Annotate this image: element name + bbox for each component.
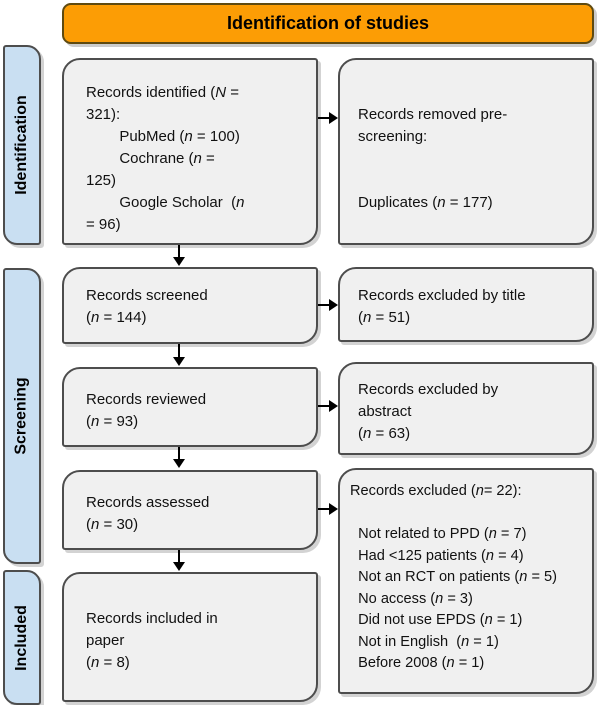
arrow-assessed-to-included [173,550,185,571]
box-records-screened: Records screened(n = 144) [62,267,318,344]
box-records-reviewed: Records reviewed(n = 93) [62,367,318,447]
arrow-reviewed-to-excluded-abstract [318,400,338,412]
box-records-assessed: Records assessed(n = 30) [62,470,318,550]
stage-label-screening: Screening [3,268,41,564]
arrow-assessed-to-excluded-fulltext [318,503,338,515]
stage-label-included-text: Included [13,604,30,671]
arrow-reviewed-to-assessed [173,447,185,468]
box-records-excluded-fulltext: Records excluded (n= 22): Not related to… [338,468,594,694]
stage-label-identification: Identification [3,45,41,245]
diagram-title-banner: Identification of studies [62,3,594,44]
diagram-title: Identification of studies [226,13,429,33]
box-records-excluded-by-title: Records excluded by title(n = 51) [338,267,594,342]
arrow-screened-to-excluded-title [318,299,338,311]
arrow-identified-to-removed [318,112,338,124]
box-records-removed-prescreening: Records removed pre-screening:Duplicates… [338,58,594,245]
arrow-identified-to-screened [173,245,185,266]
box-records-identified: Records identified (N =321): PubMed (n =… [62,58,318,245]
stage-label-identification-text: Identification [13,95,30,195]
arrow-screened-to-reviewed [173,344,185,366]
stage-label-screening-text: Screening [13,377,31,455]
stage-label-included: Included [3,570,41,705]
